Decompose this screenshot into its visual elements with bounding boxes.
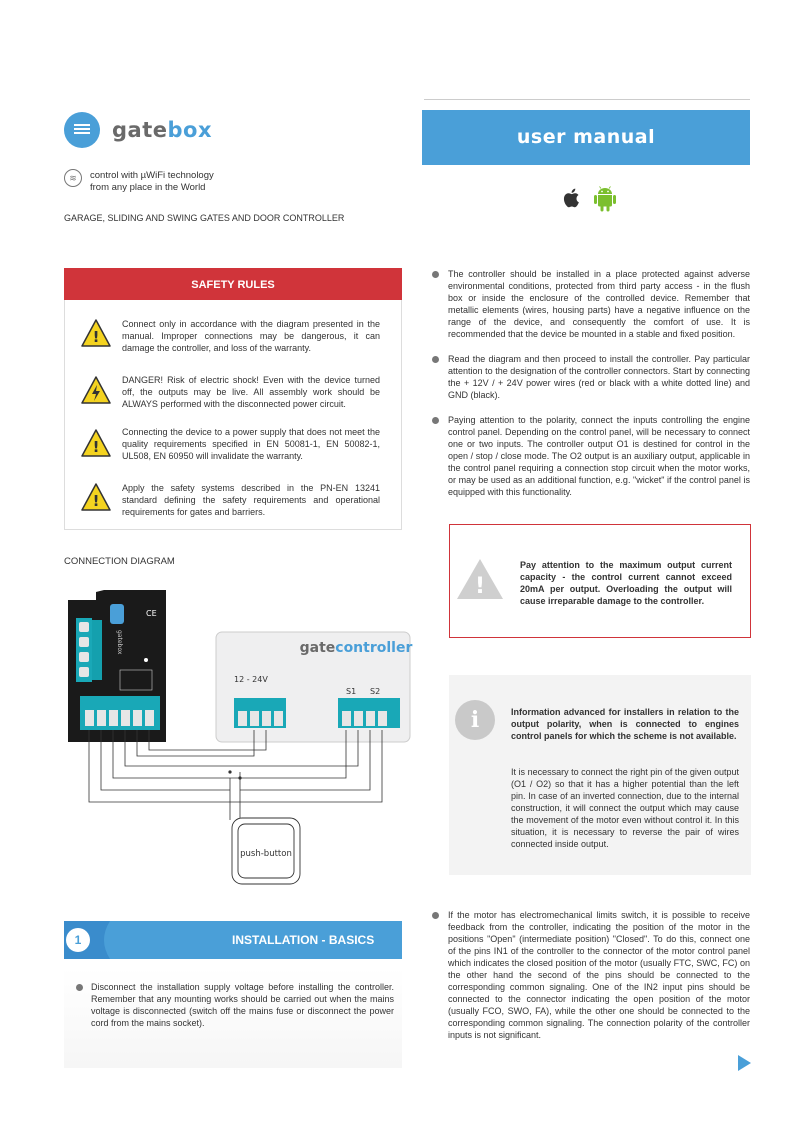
apple-icon	[563, 188, 579, 208]
manual-title: user manual	[422, 110, 750, 165]
power-label: 12 - 24V	[234, 675, 268, 684]
install-paragraph-1: The controller should be installed in a …	[448, 269, 750, 339]
bullet-icon	[432, 356, 439, 363]
connection-diagram-title: CONNECTION DIAGRAM	[64, 556, 175, 567]
warning-note-box	[449, 524, 751, 638]
svg-text:CE: CE	[146, 609, 157, 618]
svg-text:!: !	[93, 438, 100, 456]
electric-shock-icon	[81, 376, 111, 404]
section-number: 1	[66, 928, 90, 952]
warning-note-text: Pay attention to the maximum output curr…	[520, 560, 732, 606]
power-terminal-block	[234, 698, 286, 728]
input-label-s1: S1	[346, 687, 356, 696]
brand-name: gatebox	[112, 118, 212, 142]
divider	[424, 99, 750, 100]
install-paragraph-3: Paying attention to the polarity, connec…	[448, 415, 750, 497]
connection-diagram: gatebox CE gatecontroller 12 - 24V S1 S2	[68, 590, 413, 885]
limit-switch-paragraph: If the motor has electromechanical limit…	[448, 910, 750, 1040]
push-button-label: push-button	[240, 849, 292, 859]
warning-icon: !	[81, 429, 111, 457]
svg-text:gatebox: gatebox	[116, 630, 123, 655]
safety-item-4: Apply the safety systems described in th…	[122, 483, 380, 517]
signal-terminal-block	[338, 698, 400, 728]
svg-text:!: !	[93, 492, 100, 510]
android-icon	[594, 186, 616, 212]
info-note-text: It is necessary to connect the right pin…	[511, 767, 739, 849]
svg-text:!: !	[475, 574, 485, 599]
safety-item-2: DANGER! Risk of electric shock! Even wit…	[122, 375, 380, 409]
bullet-icon	[432, 417, 439, 424]
wifi-icon: ≋	[64, 169, 82, 187]
installation-paragraph: Disconnect the installation supply volta…	[91, 982, 394, 1028]
output-terminal-block	[80, 696, 160, 730]
warning-icon: !	[81, 319, 111, 347]
brand-logo-icon	[64, 112, 100, 148]
safety-item-1: Connect only in accordance with the diag…	[122, 319, 380, 353]
next-page-arrow-icon[interactable]	[738, 1055, 751, 1071]
safety-item-3: Connecting the device to a power supply …	[122, 427, 380, 461]
tagline: control with µWiFi technology from any p…	[90, 170, 214, 193]
installation-title: INSTALLATION - BASICS	[232, 933, 375, 947]
bullet-icon	[432, 271, 439, 278]
info-note-heading: Information advanced for installers in r…	[511, 707, 739, 741]
product-subtitle: GARAGE, SLIDING AND SWING GATES AND DOOR…	[64, 213, 345, 223]
bullet-icon	[432, 912, 439, 919]
info-note-box	[449, 675, 751, 875]
safety-rules-title: SAFETY RULES	[64, 268, 402, 300]
svg-text:!: !	[93, 328, 100, 346]
input-label-s2: S2	[370, 687, 380, 696]
controller-brand: gatecontroller	[300, 640, 413, 656]
bullet-icon	[76, 984, 83, 991]
safety-rules-box	[64, 268, 402, 530]
input-terminal-block	[76, 618, 102, 682]
installation-background	[64, 968, 402, 1068]
warning-icon: !	[81, 483, 111, 511]
info-icon: i	[455, 700, 495, 740]
install-paragraph-2: Read the diagram and then proceed to ins…	[448, 354, 750, 400]
warning-icon: !	[457, 559, 503, 599]
